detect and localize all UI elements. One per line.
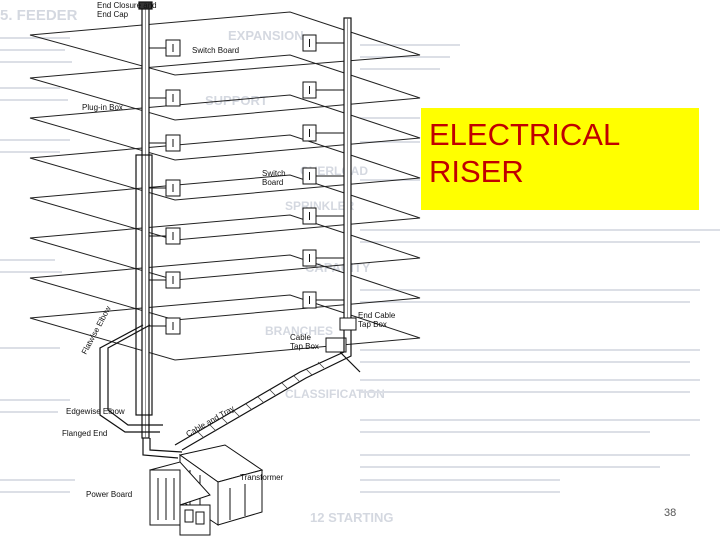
label-cable-tap-box-1: Cable xyxy=(290,333,311,342)
right-plug-in-boxes xyxy=(302,34,344,309)
slide-title-box: ELECTRICAL RISER xyxy=(421,108,699,210)
label-end-cable-tap-box-2: Tap Box xyxy=(358,320,387,329)
bg-heading-expansion: EXPANSION xyxy=(228,28,304,43)
label-end-closure-2: End Cap xyxy=(97,10,129,19)
cable-tray-hatching xyxy=(197,361,325,439)
tap-boxes xyxy=(325,317,357,353)
left-plug-in-boxes xyxy=(149,39,181,335)
end-cable-tap-box xyxy=(339,317,357,331)
label-edgewise-elbow: Edgewise Elbow xyxy=(66,407,125,416)
cable-tray-riser xyxy=(135,154,153,416)
label-end-cable-tap-box-1: End Cable xyxy=(358,311,396,320)
label-switch-board-mid-1: Switch xyxy=(262,169,286,178)
bg-heading-starting: 12 STARTING xyxy=(310,510,394,525)
bg-heading-sprinkler: SPRINKLER xyxy=(285,199,355,213)
horizontal-busway xyxy=(99,324,361,459)
end-closure-cap xyxy=(138,1,153,10)
bg-heading-feeder: 5. FEEDER xyxy=(0,7,78,24)
label-switch-board-mid-2: Board xyxy=(262,178,283,187)
bg-heading-classification: CLASSIFICATION xyxy=(285,387,385,401)
power-board xyxy=(149,461,211,536)
floor-slab-1 xyxy=(29,11,421,76)
label-end-closure-1: End Closure and xyxy=(97,1,157,10)
bg-heading-support: SUPPORT xyxy=(205,93,268,108)
background-document-text: 5. FEEDER EXPANSION SUPPORT OVERLOAD SPR… xyxy=(0,7,720,525)
slide-title-line-1: ELECTRICAL xyxy=(429,117,621,152)
busway-risers xyxy=(135,1,352,439)
floor-slab-4 xyxy=(29,134,421,201)
cable-tap-box xyxy=(325,337,347,353)
slide-title-line-2: RISER xyxy=(429,154,524,189)
floor-slab-6 xyxy=(29,214,421,281)
label-switch-board-top: Switch Board xyxy=(192,46,239,55)
floor-slab-2 xyxy=(29,54,421,121)
label-power-board: Power Board xyxy=(86,490,132,499)
floor-slab-3 xyxy=(29,94,421,161)
floor-slab-5 xyxy=(29,174,421,241)
label-flanged-end: Flanged End xyxy=(62,429,107,438)
label-plug-in-box: Plug-in Box xyxy=(82,103,123,112)
floor-slabs xyxy=(29,11,421,361)
label-transformer: Transformer xyxy=(240,473,284,482)
floor-slab-7 xyxy=(29,254,421,321)
page-number: 38 xyxy=(664,507,677,519)
floor-slab-8 xyxy=(29,294,421,361)
bg-heading-branches: BRANCHES xyxy=(265,324,333,338)
label-cable-tap-box-2: Tap Box xyxy=(290,342,319,351)
